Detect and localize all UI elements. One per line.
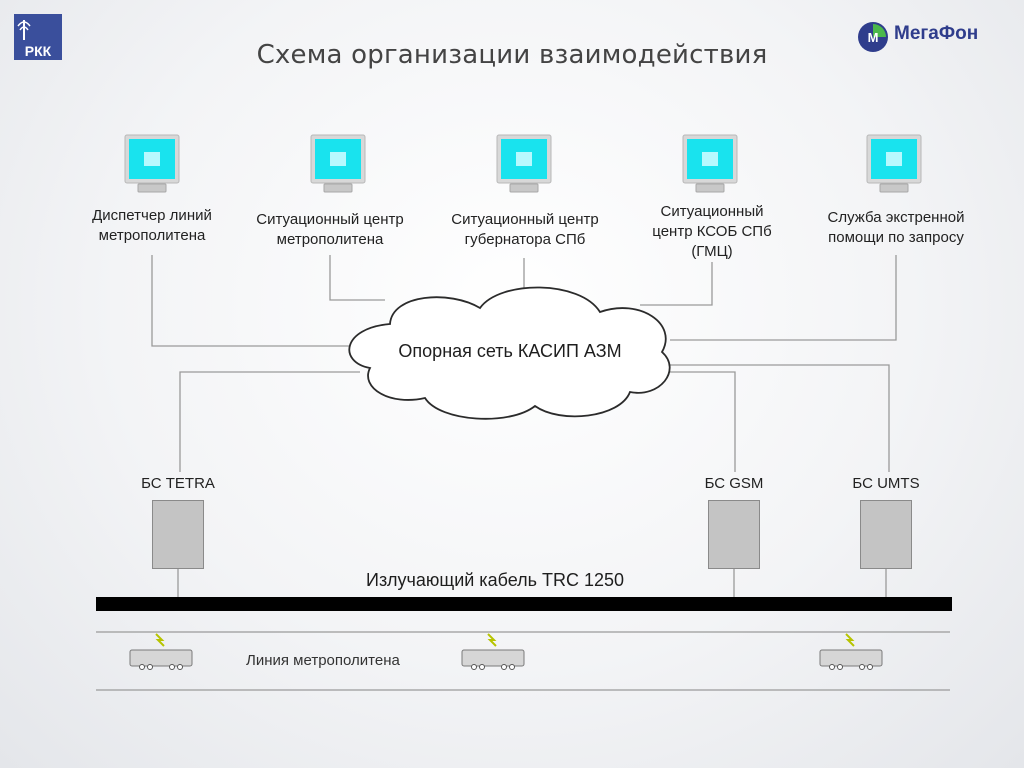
- monitor-icon-metro-center: [310, 134, 366, 193]
- connector-ksob: [640, 262, 713, 306]
- monitor-icon-governor-center: [496, 134, 552, 193]
- connector-tetra: [179, 371, 360, 472]
- monitor-icon-ksob: [682, 134, 738, 193]
- terminal-label-emergency: Служба экстренной помощи по запросу: [827, 209, 965, 246]
- terminal-label-metro-center: Ситуационный центр метрополитена: [256, 211, 404, 248]
- page-title: Схема организации взаимодействия: [256, 40, 768, 70]
- metro-line-label: Линия метрополитена: [246, 652, 400, 669]
- network-label: Опорная сеть КАСИП АЗМ: [398, 341, 622, 361]
- connector-umts: [670, 364, 890, 472]
- train-icon: [461, 633, 525, 670]
- connector-metro-center: [329, 255, 385, 301]
- bs-box-tetra: [152, 500, 204, 569]
- bs-box-gsm: [708, 500, 760, 569]
- svg-text:РКК: РКК: [25, 43, 52, 59]
- bs-label-umts: БС UMTS: [852, 475, 920, 492]
- terminal-label-dispatcher: Диспетчер линий метрополитена: [92, 207, 212, 244]
- terminal-label-ksob: Ситуационный центр КСОБ СПб (ГМЦ): [652, 203, 772, 260]
- cable-label: Излучающий кабель TRC 1250: [366, 570, 625, 590]
- connector-dispatcher: [151, 255, 350, 347]
- bs-label-tetra: БС TETRA: [141, 475, 215, 492]
- train-icon: [129, 633, 193, 670]
- svg-text:М: М: [868, 30, 879, 45]
- bs-box-umts: [860, 500, 912, 569]
- bs-label-gsm: БС GSM: [704, 475, 764, 492]
- terminal-label-governor-center: Ситуационный центр губернатора СПб: [451, 211, 599, 248]
- radiating-cable: [96, 597, 952, 611]
- network-cloud: [348, 286, 671, 420]
- monitor-icon-dispatcher: [124, 134, 180, 193]
- train-icon: [819, 633, 883, 670]
- megafon-logo-text: МегаФон: [894, 23, 979, 44]
- monitor-icon-emergency: [866, 134, 922, 193]
- connector-gsm: [660, 371, 736, 472]
- rkk-logo: РКК: [14, 14, 62, 60]
- connector-emergency: [670, 255, 897, 341]
- megafon-logo-icon: М: [858, 22, 888, 52]
